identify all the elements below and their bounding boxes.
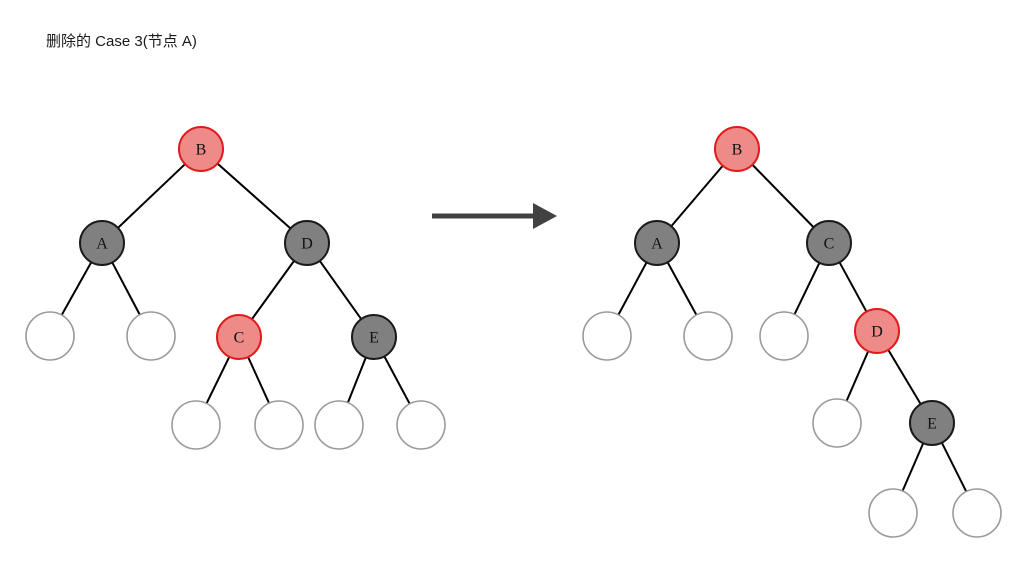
nil-leaf-node[interactable] <box>868 488 918 538</box>
tree-edge <box>666 260 698 317</box>
node-label: D <box>301 236 313 253</box>
tree-edge <box>845 349 870 403</box>
node-circle <box>806 220 852 266</box>
tree-after: B A C D E <box>582 126 1002 538</box>
nil-leaf-node[interactable] <box>812 398 862 448</box>
nil-leaf-node[interactable] <box>582 311 632 361</box>
nil-leaf-node[interactable] <box>171 400 221 450</box>
node-label: A <box>96 236 108 253</box>
node-circle <box>284 220 330 266</box>
tree-before: B A D C E <box>25 126 446 450</box>
tree-edge <box>383 355 412 406</box>
tree-edge <box>116 162 187 230</box>
node-circle <box>854 308 900 354</box>
node-circle <box>351 314 397 360</box>
nil-leaf-node[interactable] <box>126 311 176 361</box>
tree-node-a[interactable]: A <box>79 220 125 266</box>
tree-node-e[interactable]: E <box>351 314 397 360</box>
tree-edge <box>246 355 271 405</box>
tree-edge <box>318 259 363 321</box>
tree-edge <box>901 441 925 493</box>
tree-edge <box>793 261 821 316</box>
tree-edge <box>250 259 296 321</box>
transform-arrow <box>432 203 557 229</box>
nil-leaf-node[interactable] <box>683 311 733 361</box>
tree-node-b[interactable]: B <box>178 126 224 172</box>
page-title: 删除的 Case 3(节点 A) <box>46 33 197 50</box>
nil-leaf-node[interactable] <box>759 311 809 361</box>
nil-leaf-node[interactable] <box>396 400 446 450</box>
nil-leaf-node[interactable] <box>314 400 364 450</box>
node-label: B <box>732 142 743 159</box>
tree-edge <box>617 261 648 317</box>
node-label: B <box>196 142 207 159</box>
tree-edge <box>886 348 923 406</box>
tree-edge <box>216 162 292 230</box>
tree-edge <box>60 260 93 317</box>
node-circle <box>634 220 680 266</box>
node-circle <box>714 126 760 172</box>
tree-node-c[interactable]: C <box>806 220 852 266</box>
node-circle <box>216 314 262 360</box>
arrow-head-icon <box>533 203 557 229</box>
nil-leaf-node[interactable] <box>952 488 1002 538</box>
nil-leaf-node[interactable] <box>25 311 75 361</box>
node-label: D <box>871 324 883 341</box>
node-circle <box>79 220 125 266</box>
nil-leaf-node[interactable] <box>254 400 304 450</box>
tree-edge <box>205 355 231 405</box>
node-label: C <box>234 330 245 347</box>
node-circle <box>909 400 955 446</box>
tree-edge <box>940 441 968 493</box>
node-circle <box>178 126 224 172</box>
node-label: E <box>927 416 937 433</box>
tree-edge <box>838 260 868 314</box>
tree-node-c[interactable]: C <box>216 314 262 360</box>
tree-node-b[interactable]: B <box>714 126 760 172</box>
tree-edge <box>750 163 816 229</box>
tree-edge <box>669 164 725 228</box>
tree-node-a[interactable]: A <box>634 220 680 266</box>
tree-edge <box>346 356 368 404</box>
node-label: E <box>369 330 379 347</box>
tree-node-d[interactable]: D <box>854 308 900 354</box>
node-label: C <box>824 236 835 253</box>
tree-node-e[interactable]: E <box>909 400 955 446</box>
tree-edge <box>110 261 142 317</box>
tree-node-d[interactable]: D <box>284 220 330 266</box>
node-label: A <box>651 236 663 253</box>
